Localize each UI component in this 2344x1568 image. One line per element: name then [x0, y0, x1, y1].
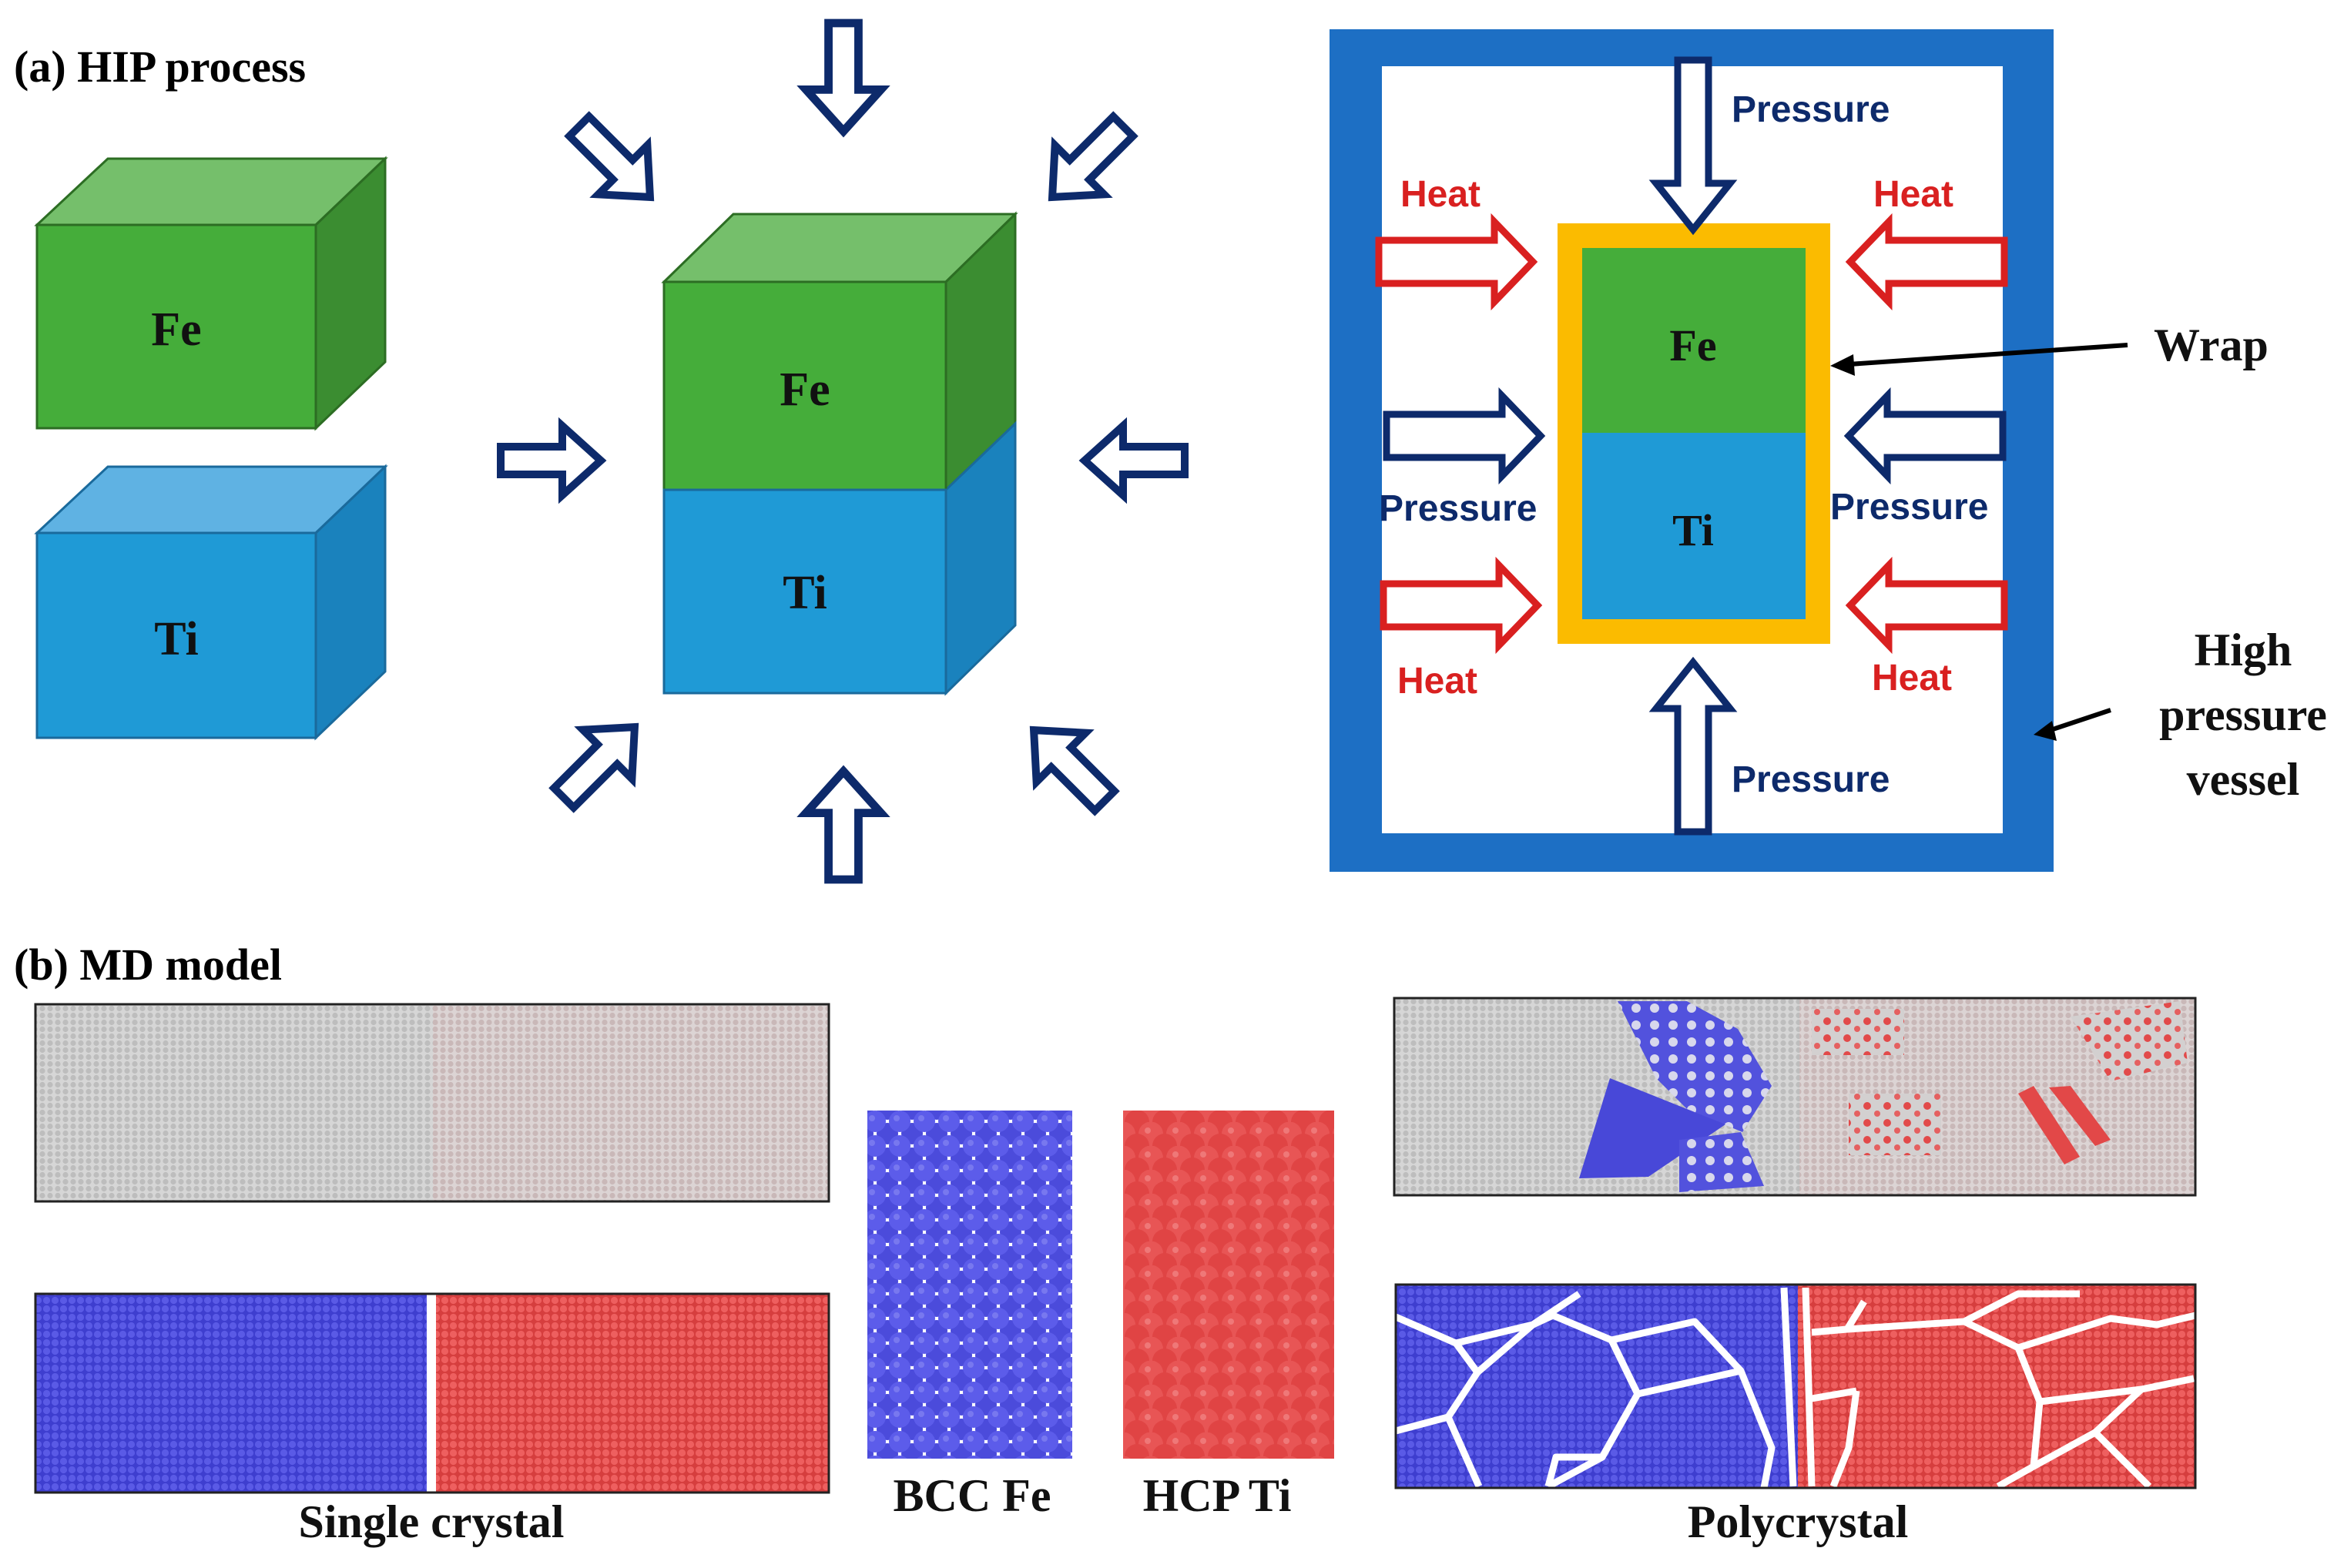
- bcc-fe-label: BCC Fe: [894, 1470, 1051, 1521]
- vessel-label-line-1: High: [2195, 625, 2292, 675]
- arrow-right: [1085, 426, 1185, 495]
- arrow-bottom: [806, 772, 880, 879]
- arrow-bottom-left: [539, 702, 659, 823]
- wrap-pointer-head: [1830, 354, 1855, 376]
- wrap-pointer-line: [1837, 343, 2128, 367]
- heat-label-bottom-left: Heat: [1397, 661, 1477, 702]
- heat-label-top-right: Heat: [1873, 174, 1953, 215]
- pressure-label-bottom: Pressure: [1732, 759, 1890, 800]
- pressure-label-top: Pressure: [1732, 89, 1890, 130]
- vessel-fe-block: [1582, 248, 1806, 433]
- fe-cube-separate: Fe: [34, 156, 388, 431]
- ti-cube-separate-label: Ti: [154, 613, 198, 665]
- pressure-vessel: Fe Ti Pressure Pressure Pressure Pressur…: [1330, 29, 2054, 872]
- part-b-heading: (b) MD model: [14, 940, 282, 990]
- wrap-label: Wrap: [2154, 320, 2269, 370]
- vessel-fe-label: Fe: [1669, 320, 1716, 370]
- joined-ti-label: Ti: [783, 567, 827, 619]
- joined-cube: Fe Ti: [661, 211, 1018, 696]
- arrow-bottom-right: [1009, 705, 1129, 826]
- arrow-top-right: [1028, 102, 1148, 222]
- fe-cube-separate-label: Fe: [151, 303, 201, 356]
- hcp-ti-lattice: [1123, 1111, 1334, 1459]
- pressure-label-right: Pressure: [1830, 487, 1988, 528]
- vessel-ti-label: Ti: [1672, 505, 1714, 555]
- vessel-pointer-line: [2045, 708, 2111, 734]
- vessel-label-line-3: vessel: [2187, 754, 2300, 805]
- vessel-ti-block: [1582, 433, 1806, 619]
- polycrystal-cna-model: [1393, 997, 2197, 1197]
- ti-cube-separate: Ti: [34, 464, 388, 741]
- polycrystal-grain-model: [1394, 1283, 2197, 1489]
- single-crystal-label: Single crystal: [299, 1496, 565, 1547]
- vessel-pointer-head: [2034, 721, 2057, 741]
- bcc-fe-lattice: [867, 1111, 1072, 1459]
- joined-fe-label: Fe: [780, 364, 830, 416]
- part-a-heading: (a) HIP process: [14, 42, 306, 92]
- arrow-left: [501, 426, 601, 495]
- hcp-ti-label: HCP Ti: [1143, 1470, 1292, 1521]
- arrow-top: [806, 23, 880, 131]
- heat-label-top-left: Heat: [1400, 174, 1481, 215]
- heat-label-bottom-right: Heat: [1872, 658, 1952, 699]
- polycrystal-label: Polycrystal: [1688, 1496, 1909, 1547]
- vessel-label-line-2: pressure: [2159, 689, 2327, 740]
- single-crystal-type-model: [34, 1292, 830, 1494]
- single-crystal-cna-model: [34, 1003, 830, 1203]
- pressure-label-left: Pressure: [1379, 488, 1537, 529]
- arrow-top-left: [555, 102, 675, 222]
